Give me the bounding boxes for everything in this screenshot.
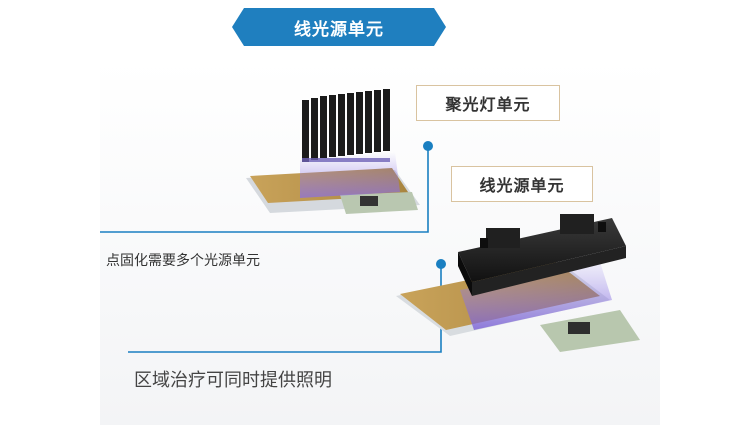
spot-lamp-illustration (246, 89, 420, 214)
label-spot-lamp-unit: 聚光灯单元 (416, 85, 560, 121)
callout-dot-lower (436, 259, 446, 269)
caption-fixed-spot: 点固化需要多个光源单元 (106, 253, 260, 269)
header-title: 线光源单元 (294, 19, 384, 40)
caption-area-lighting: 区域治疗可同时提供照明 (134, 370, 332, 391)
label-line-light-unit: 线光源单元 (451, 166, 593, 202)
header-banner-shape (232, 8, 446, 46)
callout-dot-upper (423, 141, 433, 151)
callout-line-upper (100, 146, 429, 233)
header-banner: 线光源单元 (232, 8, 446, 46)
line-light-illustration (396, 214, 640, 352)
callout-line-lower (128, 264, 442, 353)
